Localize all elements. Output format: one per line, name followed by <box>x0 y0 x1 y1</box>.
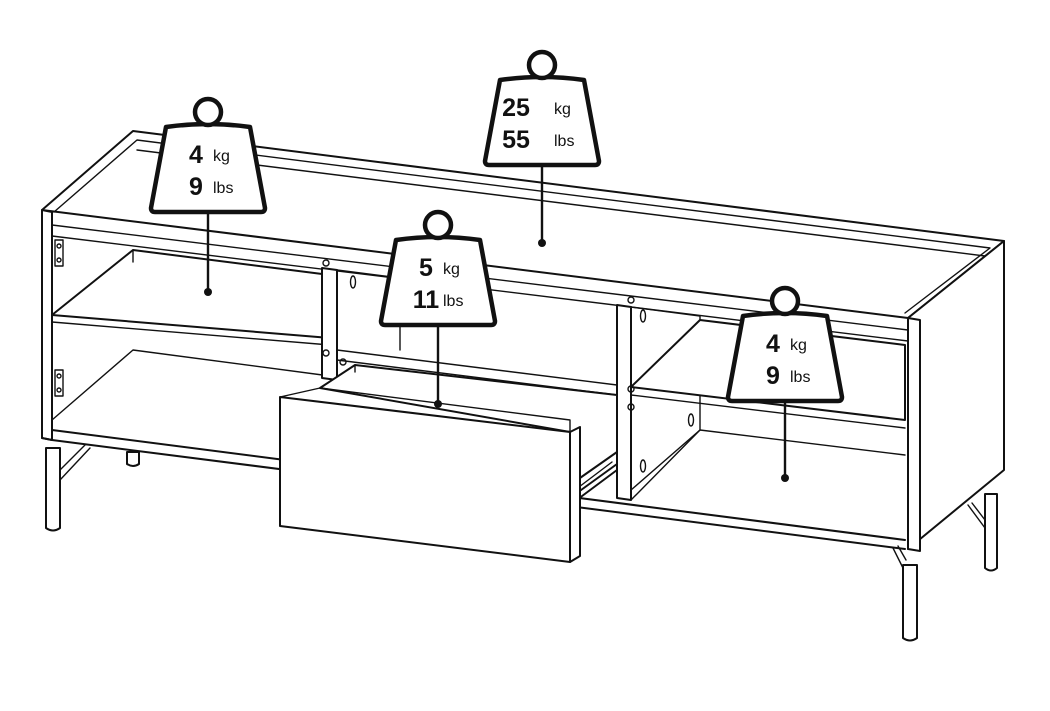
weight-kg-value: 4 <box>766 330 780 358</box>
legs <box>45 444 998 642</box>
weight-lbs-unit: lbs <box>443 293 463 310</box>
weight-left-top-shelf: 4 kg 9 lbs <box>148 96 268 296</box>
load-point <box>781 474 789 482</box>
load-point <box>434 400 442 408</box>
weight-lbs-unit: lbs <box>554 133 574 150</box>
weight-lbs-unit: lbs <box>213 180 233 197</box>
load-point <box>204 288 212 296</box>
weight-kg-unit: kg <box>213 148 230 165</box>
weight-lbs-value: 55 <box>502 126 530 154</box>
weight-ring-icon <box>192 96 224 128</box>
weight-lbs-value: 11 <box>413 286 440 314</box>
weight-icon <box>148 121 268 215</box>
weight-top-surface: 25 kg 55 lbs <box>482 49 602 247</box>
weight-lbs-value: 9 <box>189 173 203 201</box>
weight-lbs-unit: lbs <box>790 369 810 386</box>
weight-kg-unit: kg <box>554 101 571 118</box>
leg-left-front <box>45 447 61 532</box>
left-end-panel <box>41 209 53 441</box>
weight-ring-icon <box>769 285 801 317</box>
weight-ring-icon <box>422 209 454 241</box>
weight-lbs-value: 9 <box>766 362 780 390</box>
weight-kg-value: 5 <box>419 254 433 282</box>
weight-kg-unit: kg <box>790 337 807 354</box>
weight-right-shelf: 4 kg 9 lbs <box>725 285 845 482</box>
hinge-icon <box>54 239 64 267</box>
weight-ring-icon <box>526 49 558 81</box>
weight-kg-value: 25 <box>502 94 530 122</box>
leg-right-back <box>984 493 998 572</box>
weight-icon <box>725 310 845 404</box>
weight-kg-value: 4 <box>189 141 203 169</box>
divider-right <box>616 304 632 501</box>
hinge-icon <box>54 369 64 397</box>
leg-right-front <box>902 564 918 642</box>
drawer <box>279 364 618 563</box>
cabinet-body <box>41 130 1005 552</box>
load-point <box>538 239 546 247</box>
divider-left <box>321 267 338 381</box>
weight-kg-unit: kg <box>443 261 460 278</box>
leg-left-back <box>126 451 140 467</box>
